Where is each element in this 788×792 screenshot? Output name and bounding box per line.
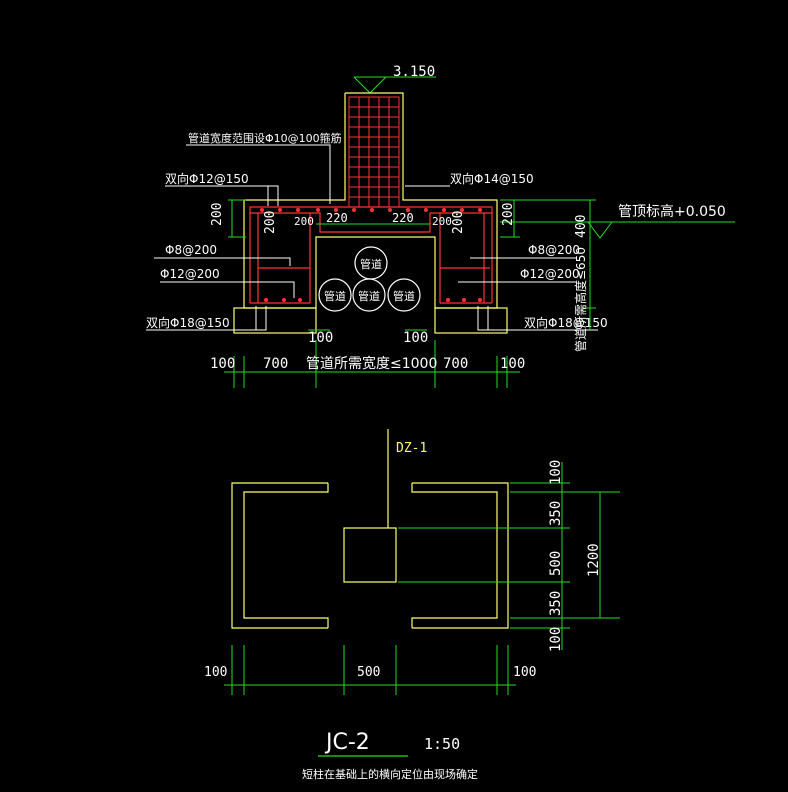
pipe-right xyxy=(387,278,421,312)
pipe-top-elevation-marker xyxy=(500,221,735,239)
rebar-dots xyxy=(260,208,482,302)
pipe-height-note: 管道所需高度≤650 xyxy=(573,247,588,352)
column-label: DZ-1 xyxy=(396,441,427,456)
dim-400: 400 xyxy=(574,215,589,238)
leader-lines xyxy=(146,144,598,331)
column-rebar-grid xyxy=(348,96,400,208)
pipe-label-top: 管道 xyxy=(360,257,382,271)
dim-bottom-100-right: 100 xyxy=(500,356,525,372)
callout-pipe-casing: 管道宽度范围设Φ10@100箍筋 xyxy=(188,131,342,145)
dim-bottom-pipe-width: 管道所需宽度≤1000 xyxy=(306,355,437,372)
callout-left-bottom: 双向Φ18@150 xyxy=(146,315,230,330)
callout-left-mid2: Φ12@200 xyxy=(160,267,220,281)
callout-right-mid2: Φ12@200 xyxy=(520,267,580,281)
plan-dim-right-100-bottom: 100 xyxy=(548,627,564,652)
dim-200-left-side: 200 xyxy=(263,211,278,234)
pipe-left xyxy=(318,278,352,312)
plan-dim-right-500: 500 xyxy=(548,551,564,576)
dim-200-left-top: 200 xyxy=(210,203,225,226)
dim-bottom-100-left: 100 xyxy=(210,356,235,372)
section-dimension-lines xyxy=(224,199,596,388)
title-name: JC-2 xyxy=(324,730,370,755)
drawing-title: JC-2 1:50 短柱在基础上的横向定位由现场确定 xyxy=(302,730,478,781)
pipe-label-middle: 管道 xyxy=(358,289,380,303)
callout-left-top: 双向Φ12@150 xyxy=(165,171,249,186)
plan-dim-bottom-100-right: 100 xyxy=(513,665,536,680)
dim-220-left: 220 xyxy=(326,211,348,225)
pipe-middle xyxy=(352,278,386,312)
dim-100-left: 100 xyxy=(308,330,333,346)
dim-bottom-700-left: 700 xyxy=(263,356,288,372)
column-square xyxy=(343,527,397,583)
plan-dim-bottom-500: 500 xyxy=(357,665,380,680)
dim-200-right-top: 200 xyxy=(501,203,516,226)
dim-200-inner-right: 200 xyxy=(432,215,452,228)
top-elevation-text: 3.150 xyxy=(393,64,435,80)
callout-right-top: 双向Φ14@150 xyxy=(450,171,534,186)
plan-dim-right-100-top: 100 xyxy=(548,460,564,485)
dim-200-inner-left: 200 xyxy=(294,215,314,228)
dim-100-right: 100 xyxy=(403,330,428,346)
pipe-label-left: 管道 xyxy=(324,289,346,303)
plan-outline xyxy=(231,429,509,629)
callout-right-mid1: Φ8@200 xyxy=(528,243,580,257)
plan-view: DZ-1 100 350 500 350 100 1200 100 500 xyxy=(204,429,620,695)
title-note: 短柱在基础上的横向定位由现场确定 xyxy=(302,767,478,781)
pipes xyxy=(318,246,421,312)
pipe-top-elevation-text: 管顶标高+0.050 xyxy=(618,203,726,220)
dim-bottom-700-right: 700 xyxy=(443,356,468,372)
plan-dimension-lines xyxy=(224,462,620,695)
title-scale: 1:50 xyxy=(424,735,460,753)
dim-220-right: 220 xyxy=(392,211,414,225)
callout-left-mid1: Φ8@200 xyxy=(165,243,217,257)
plan-dim-right-350-bottom: 350 xyxy=(548,591,564,616)
foundation-rebar xyxy=(249,206,493,304)
dim-200-right-side: 200 xyxy=(451,211,466,234)
pipe-label-right: 管道 xyxy=(393,289,415,303)
section-view: 3.150 xyxy=(146,64,735,388)
plan-dim-total-1200: 1200 xyxy=(586,543,602,577)
plan-dim-bottom-100-left: 100 xyxy=(204,665,227,680)
callout-right-bottom: 双向Φ18@150 xyxy=(524,315,608,330)
plan-dim-right-350-top: 350 xyxy=(548,501,564,526)
